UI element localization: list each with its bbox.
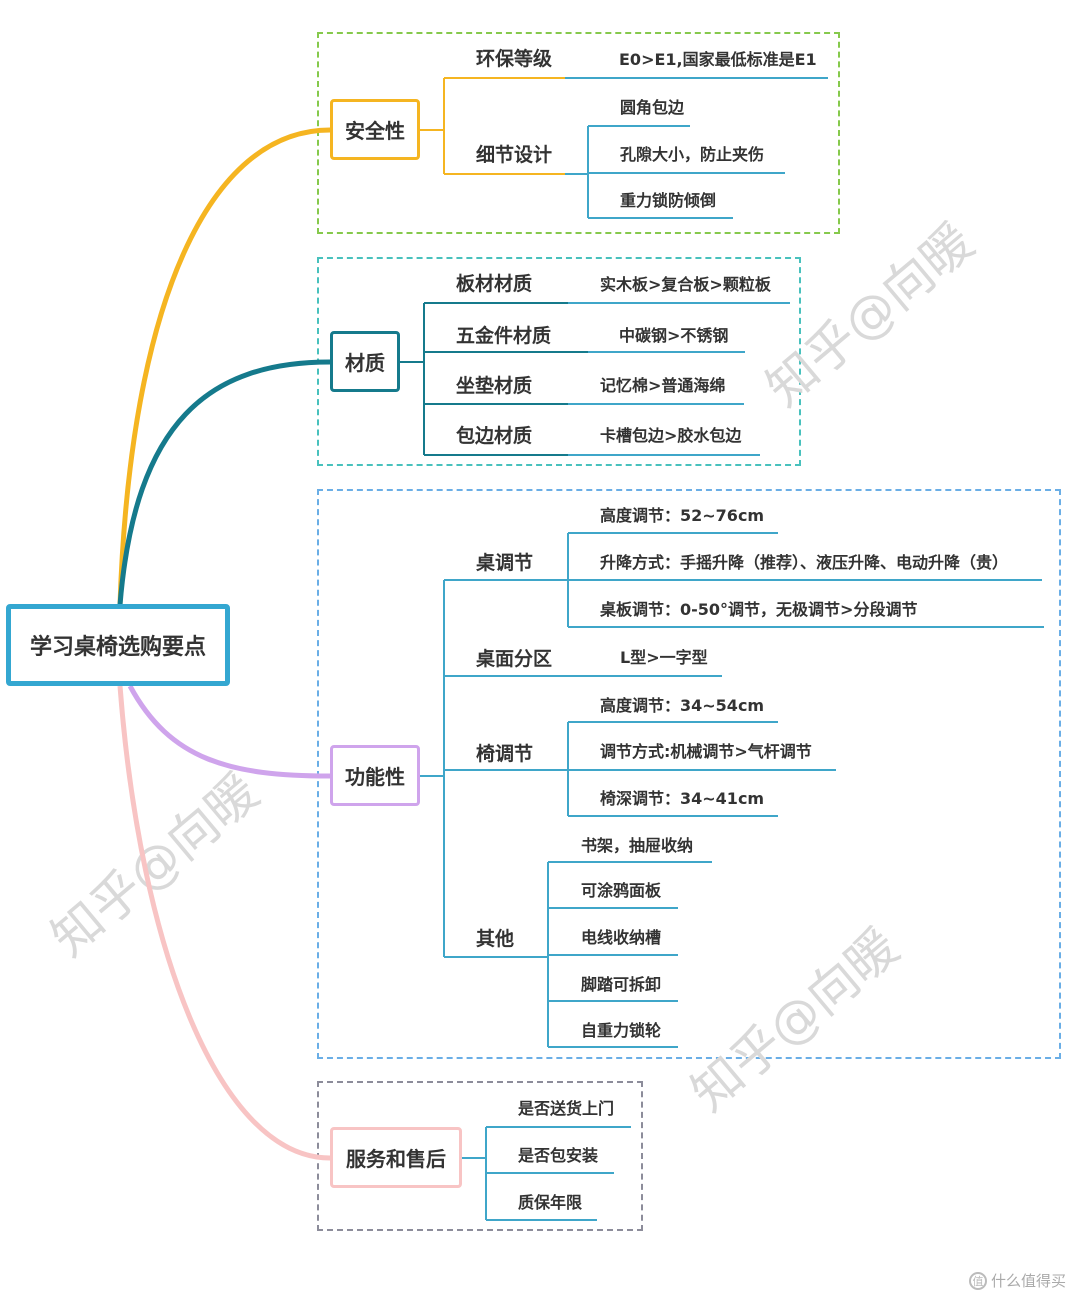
root-node[interactable]: 学习桌椅选购要点 xyxy=(6,604,230,686)
function-leaf: 升降方式：手摇升降（推荐）、液压升降、电动升降（贵） xyxy=(600,553,1009,572)
function-item[interactable]: 桌面分区 xyxy=(476,648,553,670)
safety-item[interactable]: 环保等级 xyxy=(476,48,553,70)
function-item[interactable]: 其他 xyxy=(476,928,515,950)
function-leaf: 调节方式:机械调节>气杆调节 xyxy=(600,742,812,761)
material-leaf: 记忆棉>普通海绵 xyxy=(600,376,726,395)
function-leaf: 自重力锁轮 xyxy=(581,1021,662,1040)
branch-material[interactable]: 材质 xyxy=(330,331,400,392)
branch-function[interactable]: 功能性 xyxy=(330,745,420,806)
safety-leaf: 重力锁防倾倒 xyxy=(620,191,717,210)
function-leaf: 可涂鸦面板 xyxy=(581,881,662,900)
function-leaf: 书架，抽屉收纳 xyxy=(581,836,694,855)
safety-leaf: 孔隙大小，防止夹伤 xyxy=(620,145,765,164)
brand-logo-icon: 值 xyxy=(968,1271,987,1290)
material-item[interactable]: 坐垫材质 xyxy=(456,375,533,397)
footer-text: 什么值得买 xyxy=(990,1272,1066,1290)
function-item[interactable]: 桌调节 xyxy=(476,552,534,574)
function-item[interactable]: 椅调节 xyxy=(476,743,534,765)
function-leaf: 电线收纳槽 xyxy=(581,928,662,947)
service-leaf: 质保年限 xyxy=(518,1193,583,1212)
function-leaf: 脚踏可拆卸 xyxy=(581,975,662,994)
safety-leaf: 圆角包边 xyxy=(620,98,685,117)
service-leaf: 是否送货上门 xyxy=(518,1099,615,1118)
material-leaf: 实木板>复合板>颗粒板 xyxy=(600,275,771,294)
material-leaf: 卡槽包边>胶水包边 xyxy=(600,426,742,445)
material-item[interactable]: 包边材质 xyxy=(456,425,533,447)
footer-brand: 值 什么值得买 xyxy=(968,1270,1066,1291)
material-item[interactable]: 板材材质 xyxy=(456,273,533,295)
function-leaf: 椅深调节：34~41cm xyxy=(600,789,765,808)
function-leaf: L型>一字型 xyxy=(620,648,708,667)
function-leaf: 桌板调节：0-50°调节，无极调节>分段调节 xyxy=(600,600,918,619)
material-item[interactable]: 五金件材质 xyxy=(456,325,552,347)
service-leaf: 是否包安装 xyxy=(518,1146,599,1165)
branch-safety[interactable]: 安全性 xyxy=(330,99,420,160)
function-leaf: 高度调节：34~54cm xyxy=(600,696,765,715)
branch-service[interactable]: 服务和售后 xyxy=(330,1127,462,1188)
function-leaf: 高度调节：52~76cm xyxy=(600,506,765,525)
material-leaf: 中碳钢>不锈钢 xyxy=(619,326,729,345)
safety-leaf: E0>E1,国家最低标准是E1 xyxy=(619,50,817,69)
safety-item[interactable]: 细节设计 xyxy=(476,144,553,166)
